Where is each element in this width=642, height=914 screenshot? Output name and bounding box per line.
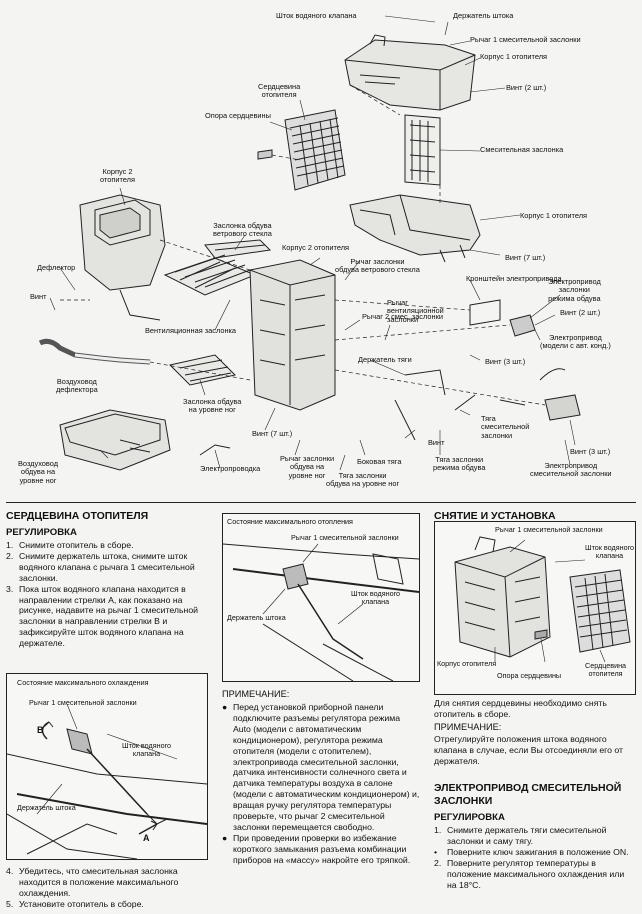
- heater-housing-1-lower: [349, 194, 481, 263]
- actuator-wire-part: [539, 368, 566, 381]
- label-actuator-bracket: Кронштейн электропривода: [466, 274, 562, 283]
- actuator-mode-part: [469, 299, 581, 421]
- label-actuator-auto: Электропривод(модели с авт. конд.): [540, 333, 611, 351]
- steps-after-list: 4.Убедитесь, что смесительная заслонка н…: [6, 866, 204, 910]
- fig1-arrow-a: A: [143, 833, 150, 843]
- deflector-duct-part: [38, 338, 151, 365]
- heading-removal: СНЯТИЕ И УСТАНОВКА: [434, 510, 556, 522]
- label-housing2-mid: Корпус 2 отопителя: [282, 243, 350, 252]
- label-rod-holder-top: Держатель штока: [453, 11, 514, 20]
- note-2: ●При проведении проверки во избежание ко…: [222, 832, 411, 865]
- vent-damper-part: [163, 254, 257, 296]
- fig3-label-support: Опора сердцевины: [497, 671, 562, 680]
- windshield-damper-part: [204, 239, 272, 259]
- label-valve-rod: Шток водяного клапана: [276, 11, 357, 20]
- actuator-step-2: 2.Поверните регулятор температуры в поло…: [434, 857, 625, 890]
- label-mix-damper: Смесительная заслонка: [480, 145, 564, 154]
- label-screw3-mid: Винт (3 шт.): [485, 357, 526, 366]
- heater-housing-2-middle: [249, 259, 336, 411]
- actuator-steps-list: 1.Снимите держатель тяги смесительной за…: [434, 825, 634, 890]
- note-1: ●Перед установкой приборной панели подкл…: [222, 702, 420, 832]
- steps-list: 1.Снимите отопитель в сборе. 2.Снимите д…: [6, 540, 204, 649]
- heater-housing-1-upper: [344, 34, 476, 111]
- figure-max-heating: Состояние максимального отопления Рычаг …: [222, 513, 420, 682]
- label-lever1-top: Рычаг 1 смесительной заслонки: [470, 35, 581, 44]
- step-1: 1.Снимите отопитель в сборе.: [6, 540, 134, 550]
- step-4: 4.Убедитесь, что смесительная заслонка н…: [6, 866, 179, 898]
- step-3: 3.Пока шток водяного клапана находится в…: [6, 583, 199, 649]
- fig1-label-holder: Держатель штока: [17, 803, 76, 812]
- heading-mix-actuator: ЭЛЕКТРОПРИВОД СМЕСИТЕЛЬНОЙ ЗАСЛОНКИ: [434, 782, 622, 807]
- foot-duct-part: [59, 409, 171, 471]
- step-5: 5.Установите отопитель в сборе.: [6, 898, 144, 909]
- figure-max-cooling: Состояние максимального охлаждения Рычаг…: [6, 673, 208, 860]
- fig2-label-holder: Держатель штока: [227, 613, 286, 622]
- label-screw2-right: Винт (2 шт.): [560, 308, 601, 317]
- rod-holder-part: [404, 369, 446, 396]
- mode-rod-part: [454, 394, 476, 411]
- fig2-title: Состояние максимального отопления: [227, 517, 353, 526]
- heater-housing-2-left: [79, 194, 166, 321]
- fig1-label-lever: Рычаг 1 смесительной заслонки: [29, 698, 137, 707]
- fig3-label-lever: Рычаг 1 смесительной заслонки: [495, 525, 603, 534]
- figure-removal: Рычаг 1 смесительной заслонки Шток водян…: [434, 521, 636, 695]
- label-screw7-mid: Винт (7 шт.): [252, 429, 293, 438]
- removal-intro: Для снятия сердцевины необходимо снять о…: [434, 698, 607, 719]
- note-title-col3: ПРИМЕЧАНИЕ:: [434, 722, 502, 732]
- label-screw-left: Винт: [30, 292, 47, 301]
- wiring-harness-part: [199, 444, 231, 456]
- note-title-col2: ПРИМЕЧАНИЕ:: [222, 689, 290, 699]
- label-deflector: Дефлектор: [37, 263, 76, 272]
- label-wiring: Электропроводка: [200, 464, 261, 473]
- foot-damper-part: [169, 354, 236, 386]
- fig2-label-lever: Рычаг 1 смесительной заслонки: [291, 533, 399, 542]
- label-screw7-right: Винт (7 шт.): [505, 253, 546, 262]
- actuator-step-bullet: •Поверните ключ зажигания в положение ON…: [434, 846, 629, 857]
- heater-exploded-diagram: [38, 15, 581, 471]
- label-screw3-right: Винт (3 шт.): [570, 447, 611, 456]
- heading-heater-core: СЕРДЦЕВИНА ОТОПИТЕЛЯ: [6, 510, 149, 522]
- removal-note: Отрегулируйте положения штока водяного к…: [434, 734, 624, 766]
- label-screw2-top: Винт (2 шт.): [506, 83, 547, 92]
- mix-rod-part: [394, 399, 416, 441]
- heater-core-part: [257, 109, 346, 191]
- label-lever-mix2: Рычаг 2 смес. заслонки: [362, 312, 443, 321]
- fig3-label-housing: Корпус отопителя: [437, 659, 497, 668]
- label-vent-damper: Вентиляционная заслонка: [145, 326, 237, 335]
- actuator-step-1: 1.Снимите держатель тяги смесительной за…: [434, 825, 607, 846]
- label-housing1-right: Корпус 1 отопителя: [520, 211, 588, 220]
- section-divider: [6, 502, 636, 503]
- label-rod-holder-mid: Держатель тяги: [358, 355, 412, 364]
- label-housing1-top: Корпус 1 отопителя: [480, 52, 548, 61]
- label-core-support: Опора сердцевины: [205, 111, 271, 120]
- label-screw-mid: Винт: [428, 438, 445, 447]
- label-side-rod: Боковая тяга: [357, 457, 402, 466]
- subheading-adjustment: РЕГУЛИРОВКА: [6, 527, 77, 538]
- fig1-arrow-b: B: [37, 725, 44, 735]
- mix-damper-part: [404, 114, 441, 186]
- side-rod-part: [499, 399, 526, 406]
- fig1-title: Состояние максимального охлаждения: [17, 678, 149, 687]
- subheading-adjustment-2: РЕГУЛИРОВКА: [434, 812, 505, 823]
- step-2: 2.Снимите держатель штока, снимите шток …: [6, 550, 195, 583]
- notes-list: ●Перед установкой приборной панели подкл…: [222, 702, 420, 866]
